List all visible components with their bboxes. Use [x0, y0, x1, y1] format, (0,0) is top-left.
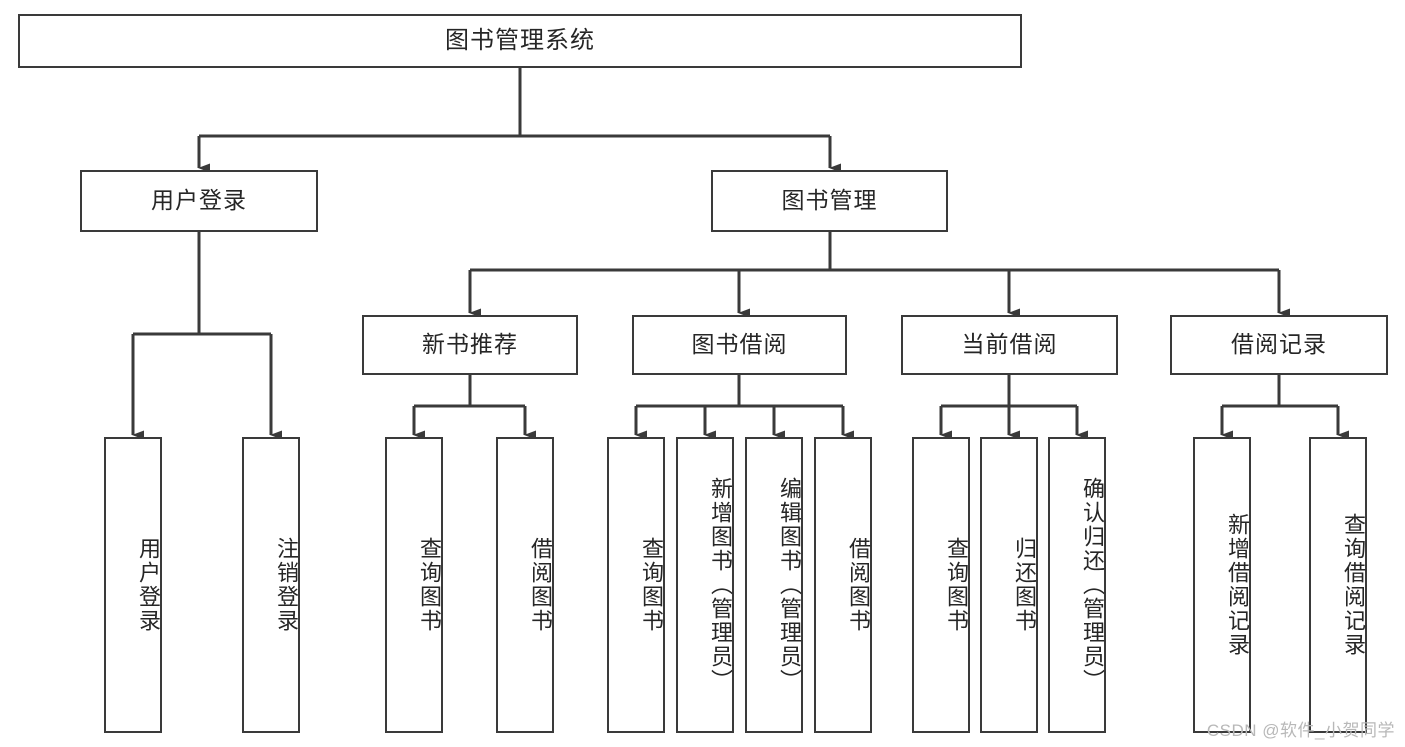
node-book-borrow[interactable]: 图书借阅 — [632, 315, 847, 375]
node-root[interactable]: 图书管理系统 — [18, 14, 1022, 68]
node-leaf-query-record[interactable]: 查询借阅记录 — [1309, 437, 1367, 733]
node-current-borrow[interactable]: 当前借阅 — [901, 315, 1118, 375]
node-leaf-query-record-label: 查询借阅记录 — [1341, 513, 1366, 657]
node-new-book-recommend[interactable]: 新书推荐 — [362, 315, 578, 375]
node-leaf-borrow-book-1[interactable]: 借阅图书 — [496, 437, 554, 733]
node-leaf-logout-login[interactable]: 注销登录 — [242, 437, 300, 733]
node-leaf-user-login[interactable]: 用户登录 — [104, 437, 162, 733]
node-new-book-recommend-label: 新书推荐 — [422, 331, 518, 358]
node-book-management-label: 图书管理 — [781, 187, 878, 214]
node-leaf-borrow-book-2[interactable]: 借阅图书 — [814, 437, 872, 733]
node-leaf-confirm-return[interactable]: 确认归还（管理员） — [1048, 437, 1106, 733]
node-user-login-label: 用户登录 — [151, 187, 247, 214]
node-leaf-return-book-label: 归还图书 — [1012, 537, 1037, 633]
node-leaf-query-book-2[interactable]: 查询图书 — [607, 437, 665, 733]
node-leaf-query-book-3-label: 查询图书 — [944, 537, 969, 633]
node-borrow-record[interactable]: 借阅记录 — [1170, 315, 1388, 375]
node-leaf-borrow-book-2-label: 借阅图书 — [846, 537, 871, 633]
node-leaf-edit-book-label: 编辑图书（管理员） — [777, 477, 802, 693]
node-user-login[interactable]: 用户登录 — [80, 170, 318, 232]
node-leaf-query-book-3[interactable]: 查询图书 — [912, 437, 970, 733]
node-book-borrow-label: 图书借阅 — [691, 331, 788, 358]
node-root-label: 图书管理系统 — [445, 26, 595, 54]
node-leaf-return-book[interactable]: 归还图书 — [980, 437, 1038, 733]
node-leaf-logout-login-label: 注销登录 — [274, 537, 299, 633]
node-leaf-confirm-return-label: 确认归还（管理员） — [1080, 477, 1105, 693]
node-leaf-add-record[interactable]: 新增借阅记录 — [1193, 437, 1251, 733]
node-leaf-add-book-label: 新增图书（管理员） — [708, 477, 733, 693]
node-leaf-query-book-1[interactable]: 查询图书 — [385, 437, 443, 733]
node-leaf-edit-book[interactable]: 编辑图书（管理员） — [745, 437, 803, 733]
node-leaf-user-login-label: 用户登录 — [136, 537, 161, 633]
node-book-management[interactable]: 图书管理 — [711, 170, 948, 232]
node-leaf-add-book[interactable]: 新增图书（管理员） — [676, 437, 734, 733]
node-current-borrow-label: 当前借阅 — [961, 331, 1058, 358]
node-leaf-add-record-label: 新增借阅记录 — [1225, 513, 1250, 657]
node-leaf-borrow-book-1-label: 借阅图书 — [528, 537, 553, 633]
node-leaf-query-book-1-label: 查询图书 — [417, 537, 442, 633]
node-borrow-record-label: 借阅记录 — [1231, 331, 1327, 358]
node-leaf-query-book-2-label: 查询图书 — [639, 537, 664, 633]
watermark: CSDN @软件_小贺同学 — [1206, 721, 1395, 740]
